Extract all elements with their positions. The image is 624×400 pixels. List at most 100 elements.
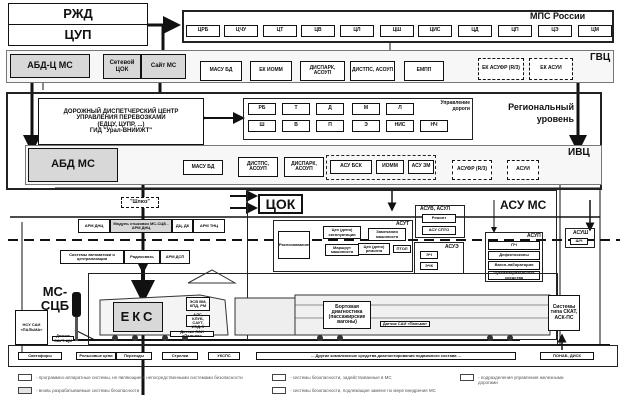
bottom-row-box: УКСПС (208, 352, 240, 360)
sensor-track: Датчик САУТ-ЦМ (52, 333, 74, 343)
legend-text: - системы безопасности, задействованные … (290, 375, 392, 380)
asush-item: ШЧ (570, 238, 588, 245)
traffic-light-icon (72, 292, 81, 317)
gvc-system-box: ЕМПП (404, 61, 444, 81)
gvc-label: ГВЦ (590, 52, 611, 63)
gvc-dashed-system-box: ЕК АСУИ (529, 58, 573, 80)
sensor-loco: Датчик САИ «Пальма» (170, 329, 214, 338)
ivc-distps: ДИСТПС, АСОУП (238, 157, 278, 177)
ddc-line-4: ГИД "Урал-ВНИИЖТ" (89, 127, 153, 134)
road-unit-box: НЧ (420, 120, 448, 132)
road-unit-box: В (282, 120, 310, 132)
road-unit-box: Л (386, 103, 414, 115)
asup-frame (485, 232, 543, 282)
gvc-system-box: МАСУ БД (200, 61, 242, 81)
mps-unit-box: ЦРБ (186, 25, 220, 37)
nsu-box: НСУ САИ «ПАЛЬМА» (15, 310, 48, 345)
onboard-diag-box: Бортовая диагностика (пассажирские вагон… (323, 301, 371, 329)
traffic-light-pole (75, 317, 78, 341)
legend-text: - вновь разрабатываемые системы безопасн… (36, 388, 140, 393)
arm-row-box: ДЦ, ДК (172, 219, 193, 233)
road-unit-box: РБ (248, 103, 276, 115)
bottom-frame (8, 345, 618, 367)
road-mgmt-frame (243, 98, 473, 140)
ddc-line-1: ДОРОЖНЫЙ ДИСПЕТЧЕРСКИЙ ЦЕНТР (63, 108, 179, 115)
ivc-label: ИВЦ (568, 147, 590, 158)
ivc-dispark: ДИСПАРК, АСОУП (284, 157, 324, 177)
ddc-line-3: (ЕДЦУ, ЦУПР, ...) (97, 121, 145, 128)
abd-ms-box: АБД МС (28, 148, 118, 182)
cok-item-2: Маршрут машиниста (325, 244, 359, 256)
gvc-system-box: ЕК ИОММ (250, 61, 292, 81)
ivc-asufr: АСУФР (R/3) (452, 160, 492, 180)
asup-item-box: Вагон-лаборатория (488, 261, 540, 270)
asush-label: АСУШ (573, 230, 589, 236)
loco-box-2: АЛС, КЛУБ, САУТ, ИЭД-Э (186, 312, 210, 329)
mps-unit-box: ЦТ (263, 25, 297, 37)
road-unit-box: М (352, 103, 380, 115)
ms-scb-label: МС-СЦБ (40, 284, 70, 314)
mps-unit-box: ЦП (498, 25, 532, 37)
regional-frame (6, 92, 602, 190)
mps-frame (182, 10, 614, 43)
asuv-item-2: АСУ СПТО (422, 226, 456, 235)
legend-text: - программно-аппаратные системы, не явля… (36, 375, 243, 380)
mps-unit-box: ЦД (458, 25, 492, 37)
bottom-row-box: Стрелки (162, 352, 198, 360)
ivc-masu-bd: МАСУ БД (183, 160, 223, 175)
road-unit-box: П (316, 120, 344, 132)
gateway-box: "Шлюз" (121, 197, 159, 208)
asut-label: АСУТ (396, 221, 410, 227)
cok-box: ЦОК (258, 194, 303, 214)
arm-row-box: АРМ ДНЦ (78, 219, 110, 233)
mps-unit-box: ЦШ (380, 25, 414, 37)
cup-box: ЦУП (8, 24, 148, 46)
legend-swatch (18, 387, 32, 394)
skat-box: Системы типа СКАТ, АСК-ПС (548, 295, 580, 331)
ddc-box: ДОРОЖНЫЙ ДИСПЕТЧЕРСКИЙ ЦЕНТР УПРАВЛЕНИЯ … (38, 98, 204, 145)
asue-label: АСУЭ (445, 244, 459, 250)
asuv-item-1: Ремонт (422, 214, 456, 223)
gvc-system-box: ДИСПАРК, АСОУП (300, 61, 345, 81)
asue-item-2: ЭЧК (420, 262, 438, 270)
mps-title: МПС России (530, 11, 586, 21)
mps-unit-box: ЦВ (301, 25, 335, 37)
eks-box: ЕКС (113, 302, 163, 332)
mps-unit-box: ЦИС (418, 25, 452, 37)
bottom-row-box: Переезды (116, 352, 152, 360)
cok-frame (247, 190, 557, 340)
asup-item-box: Дефектоскопы (488, 251, 540, 260)
mps-unit-box: ЦМ (578, 25, 612, 37)
auto-row-box: Радиосвязь (124, 250, 160, 264)
cok-item-3: Замечания машиниста (368, 228, 406, 241)
legend-text: - подразделения управления железными дор… (478, 375, 564, 385)
legend-swatch (460, 374, 474, 381)
abd-c-ms-box: АБД-Ц МС (10, 54, 90, 78)
road-unit-box: Т (282, 103, 310, 115)
asut-frame (273, 220, 413, 272)
bottom-row-box: Рельсовые цепи (76, 352, 116, 360)
legend-swatch (18, 374, 32, 381)
cok-item-1: Цех (депо) эксплуатации (323, 226, 361, 239)
arm-row-box: Модуль стыковки МС-СЦБ - АРМ ДНЦ (110, 219, 172, 233)
net-cok-box: Сетевой ЦОК (103, 54, 141, 79)
mps-unit-box: ЦЭ (538, 25, 572, 37)
legend-swatch (272, 374, 286, 381)
sensor-car: Датчик САИ «Пальма» (380, 321, 430, 327)
mps-unit-box: ЦЛ (340, 25, 374, 37)
gvc-system-box: ДИСТПС, АСОУП (350, 61, 395, 81)
gvc-dashed-system-box: ЕК АСУФР (R/3) (478, 58, 524, 80)
ivc-group-box: ИОММ (376, 160, 404, 174)
ivc-group-box: АСУ ЗМ (408, 160, 434, 174)
regional-label: Региональный уровень (508, 102, 574, 124)
road-mgmt-label: Управление дороги (440, 100, 470, 112)
auto-row-box: Системы автоматики и централизации (60, 250, 124, 264)
ddc-line-2: УПРАВЛЕНИЯ ПЕРЕВОЗКАМИ (76, 115, 166, 122)
bottom-row-box: ПОНАБ, ДИСК (540, 352, 594, 360)
bottom-row-box: Светофоры (18, 352, 62, 360)
auto-row-box: АРМ ДСП (160, 250, 190, 264)
road-unit-box: НИС (386, 120, 414, 132)
asup-item-box: Путеизмерительные средства (488, 271, 540, 280)
cok-item-5: ПТОЛ (393, 245, 411, 253)
